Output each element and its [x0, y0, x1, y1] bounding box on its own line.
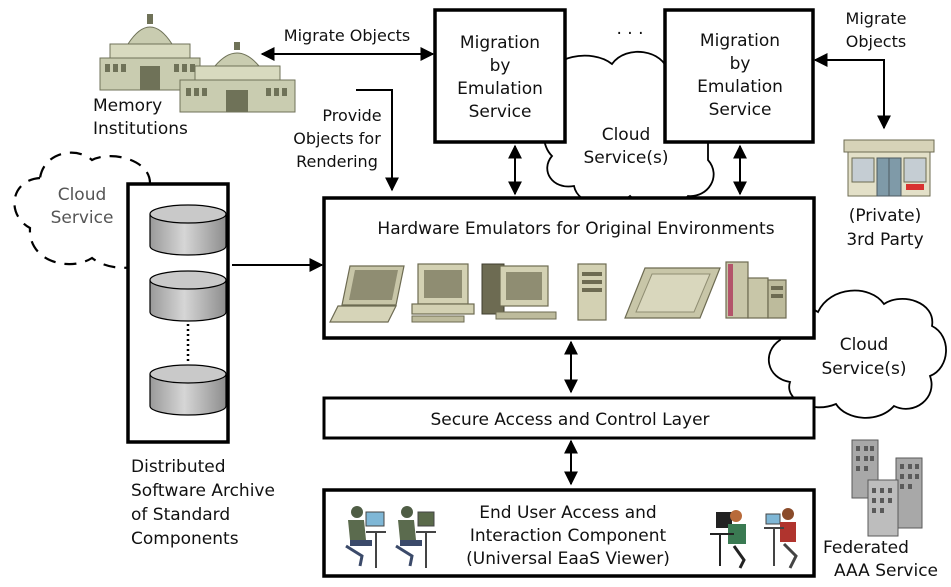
secure-access-label: Secure Access and Control Layer — [430, 410, 709, 430]
migration2-line1: Migration — [700, 31, 780, 51]
ellipsis: . . . — [616, 19, 643, 39]
tower-server-icon — [577, 263, 607, 321]
migration2-line4: Service — [709, 100, 772, 120]
user-at-computer-icon — [764, 508, 798, 569]
archive-line2: Software Archive — [131, 481, 275, 501]
provide-arrow — [356, 89, 399, 192]
provide-label-line2: Objects for — [293, 129, 381, 148]
archive-line1: Distributed — [131, 457, 226, 477]
workstation-icon — [481, 263, 557, 320]
memory-label-line2: Institutions — [93, 119, 188, 139]
secure-access-box — [322, 396, 816, 440]
provide-label-line1: Provide — [322, 106, 381, 125]
hardware-emulators-label: Hardware Emulators for Original Environm… — [377, 219, 774, 239]
mainframe-icon — [725, 261, 787, 319]
laptop-icon — [329, 265, 405, 323]
user-at-computer-icon — [345, 506, 386, 568]
cloud-left-line1: Cloud — [58, 185, 107, 205]
migration1-line3: Emulation — [457, 79, 543, 99]
memory-label-line1: Memory — [93, 96, 162, 116]
cloud-top-line1: Cloud — [602, 125, 651, 145]
migrate-right-arrow — [813, 53, 891, 130]
migration1-line2: by — [490, 56, 511, 76]
office-buildings-icon — [851, 439, 923, 537]
migrate-objects-right-line1: Migrate — [846, 9, 907, 28]
migration-service-box-2 — [663, 8, 815, 144]
migration2-line3: Emulation — [697, 77, 783, 97]
cloud-left: Cloud Service — [13, 151, 176, 269]
end-user-line3: (Universal EaaS Viewer) — [466, 549, 670, 569]
shop-building-icon — [843, 139, 935, 197]
migrate-objects-left-label: Migrate Objects — [284, 26, 410, 45]
user-at-computer-icon — [710, 510, 746, 569]
migration2-line2: by — [730, 54, 751, 74]
provide-label-line3: Rendering — [296, 152, 378, 171]
third-party-line1: (Private) — [849, 206, 922, 226]
cloud-right-line2: Service(s) — [822, 359, 907, 379]
migration-service-box-1 — [433, 8, 567, 144]
migration1-line1: Migration — [460, 33, 540, 53]
cloud-left-line2: Service — [51, 208, 114, 228]
cloud-right-line1: Cloud — [840, 335, 889, 355]
desktop-computer-icon — [411, 263, 475, 323]
tablet-device-icon — [624, 267, 721, 319]
museum-building-icon — [99, 14, 296, 113]
cloud-top-line2: Service(s) — [584, 148, 669, 168]
third-party-line2: 3rd Party — [846, 230, 923, 250]
user-at-computer-icon — [395, 506, 436, 568]
archive-line4: Components — [131, 529, 239, 549]
database-cylinder-icon — [149, 204, 227, 416]
archive-line3: of Standard — [131, 505, 230, 525]
migrate-objects-right-line2: Objects — [846, 32, 906, 51]
migration1-line4: Service — [469, 102, 532, 122]
end-user-line2: Interaction Component — [470, 526, 667, 546]
end-user-line1: End User Access and — [479, 503, 656, 523]
federated-line2: AAA Service — [834, 561, 938, 581]
federated-line1: Federated — [823, 538, 909, 558]
